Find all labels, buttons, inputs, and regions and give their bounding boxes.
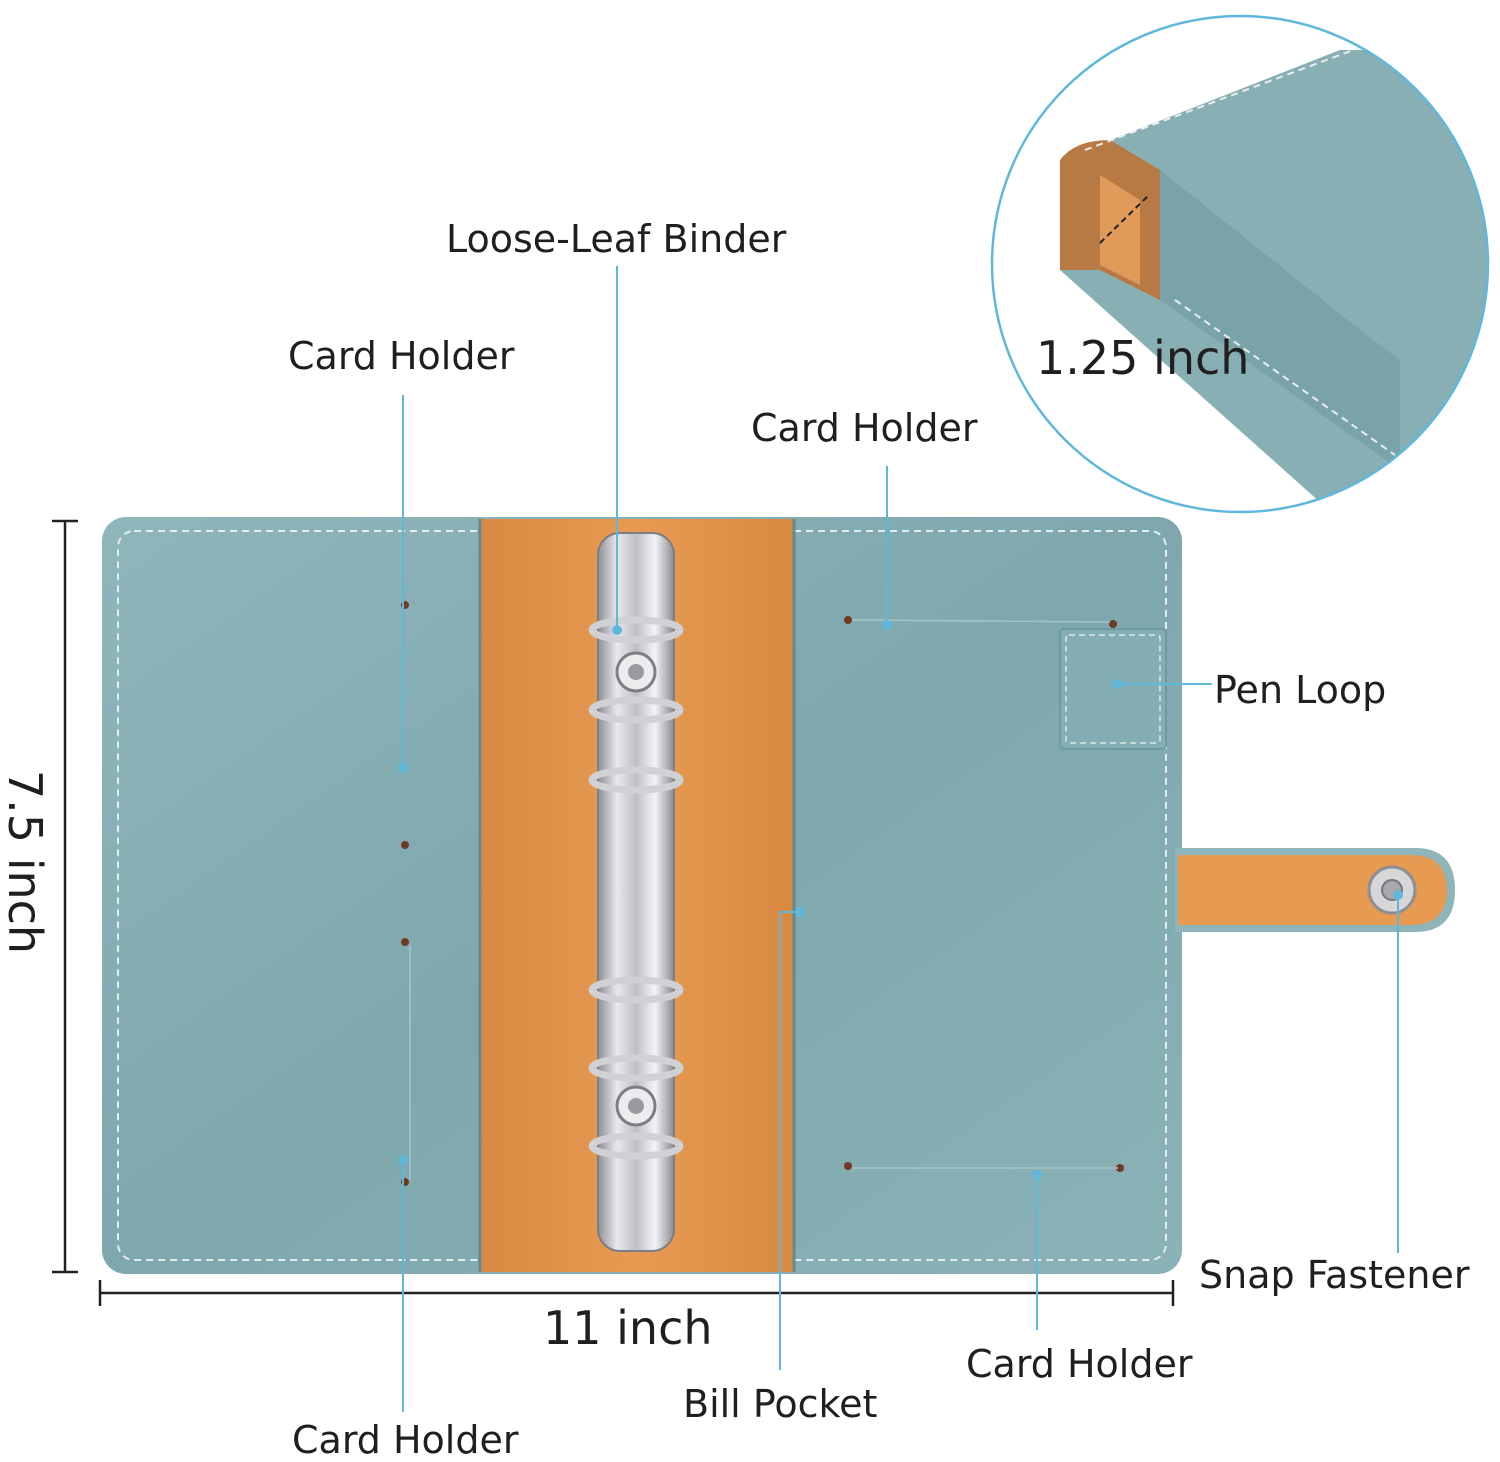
label-bill-pocket: Bill Pocket — [683, 1382, 878, 1426]
label-pen-loop: Pen Loop — [1214, 668, 1387, 712]
dimension-thickness: 1.25 inch — [1036, 331, 1250, 385]
thickness-inset — [990, 14, 1490, 514]
inset-border — [990, 14, 1490, 514]
label-card-holder-top-left: Card Holder — [288, 334, 515, 378]
callout-dots — [398, 620, 1403, 1180]
dimension-height: 7.5 inch — [0, 769, 52, 955]
callout-bill-pocket — [779, 911, 800, 1370]
top-right-pocket-line — [851, 619, 1111, 623]
label-loose-leaf-binder: Loose-Leaf Binder — [446, 217, 787, 261]
binder-rings — [588, 616, 684, 1160]
label-card-holder-top-right: Card Holder — [751, 406, 978, 450]
label-snap-fastener: Snap Fastener — [1199, 1253, 1470, 1297]
dimension-width: 11 inch — [543, 1301, 713, 1355]
right-card-slots — [844, 616, 1124, 1172]
dimension-lines — [52, 519, 1175, 1306]
binder-body — [102, 517, 1455, 1274]
thickness-measure-line — [1099, 195, 1149, 244]
ring-mechanism — [588, 532, 684, 1252]
pen-loop-flap — [1059, 628, 1167, 750]
label-card-holder-bottom-left: Card Holder — [292, 1418, 519, 1462]
callout-lines — [402, 266, 1399, 1412]
label-card-holder-bottom-right: Card Holder — [966, 1342, 1193, 1386]
